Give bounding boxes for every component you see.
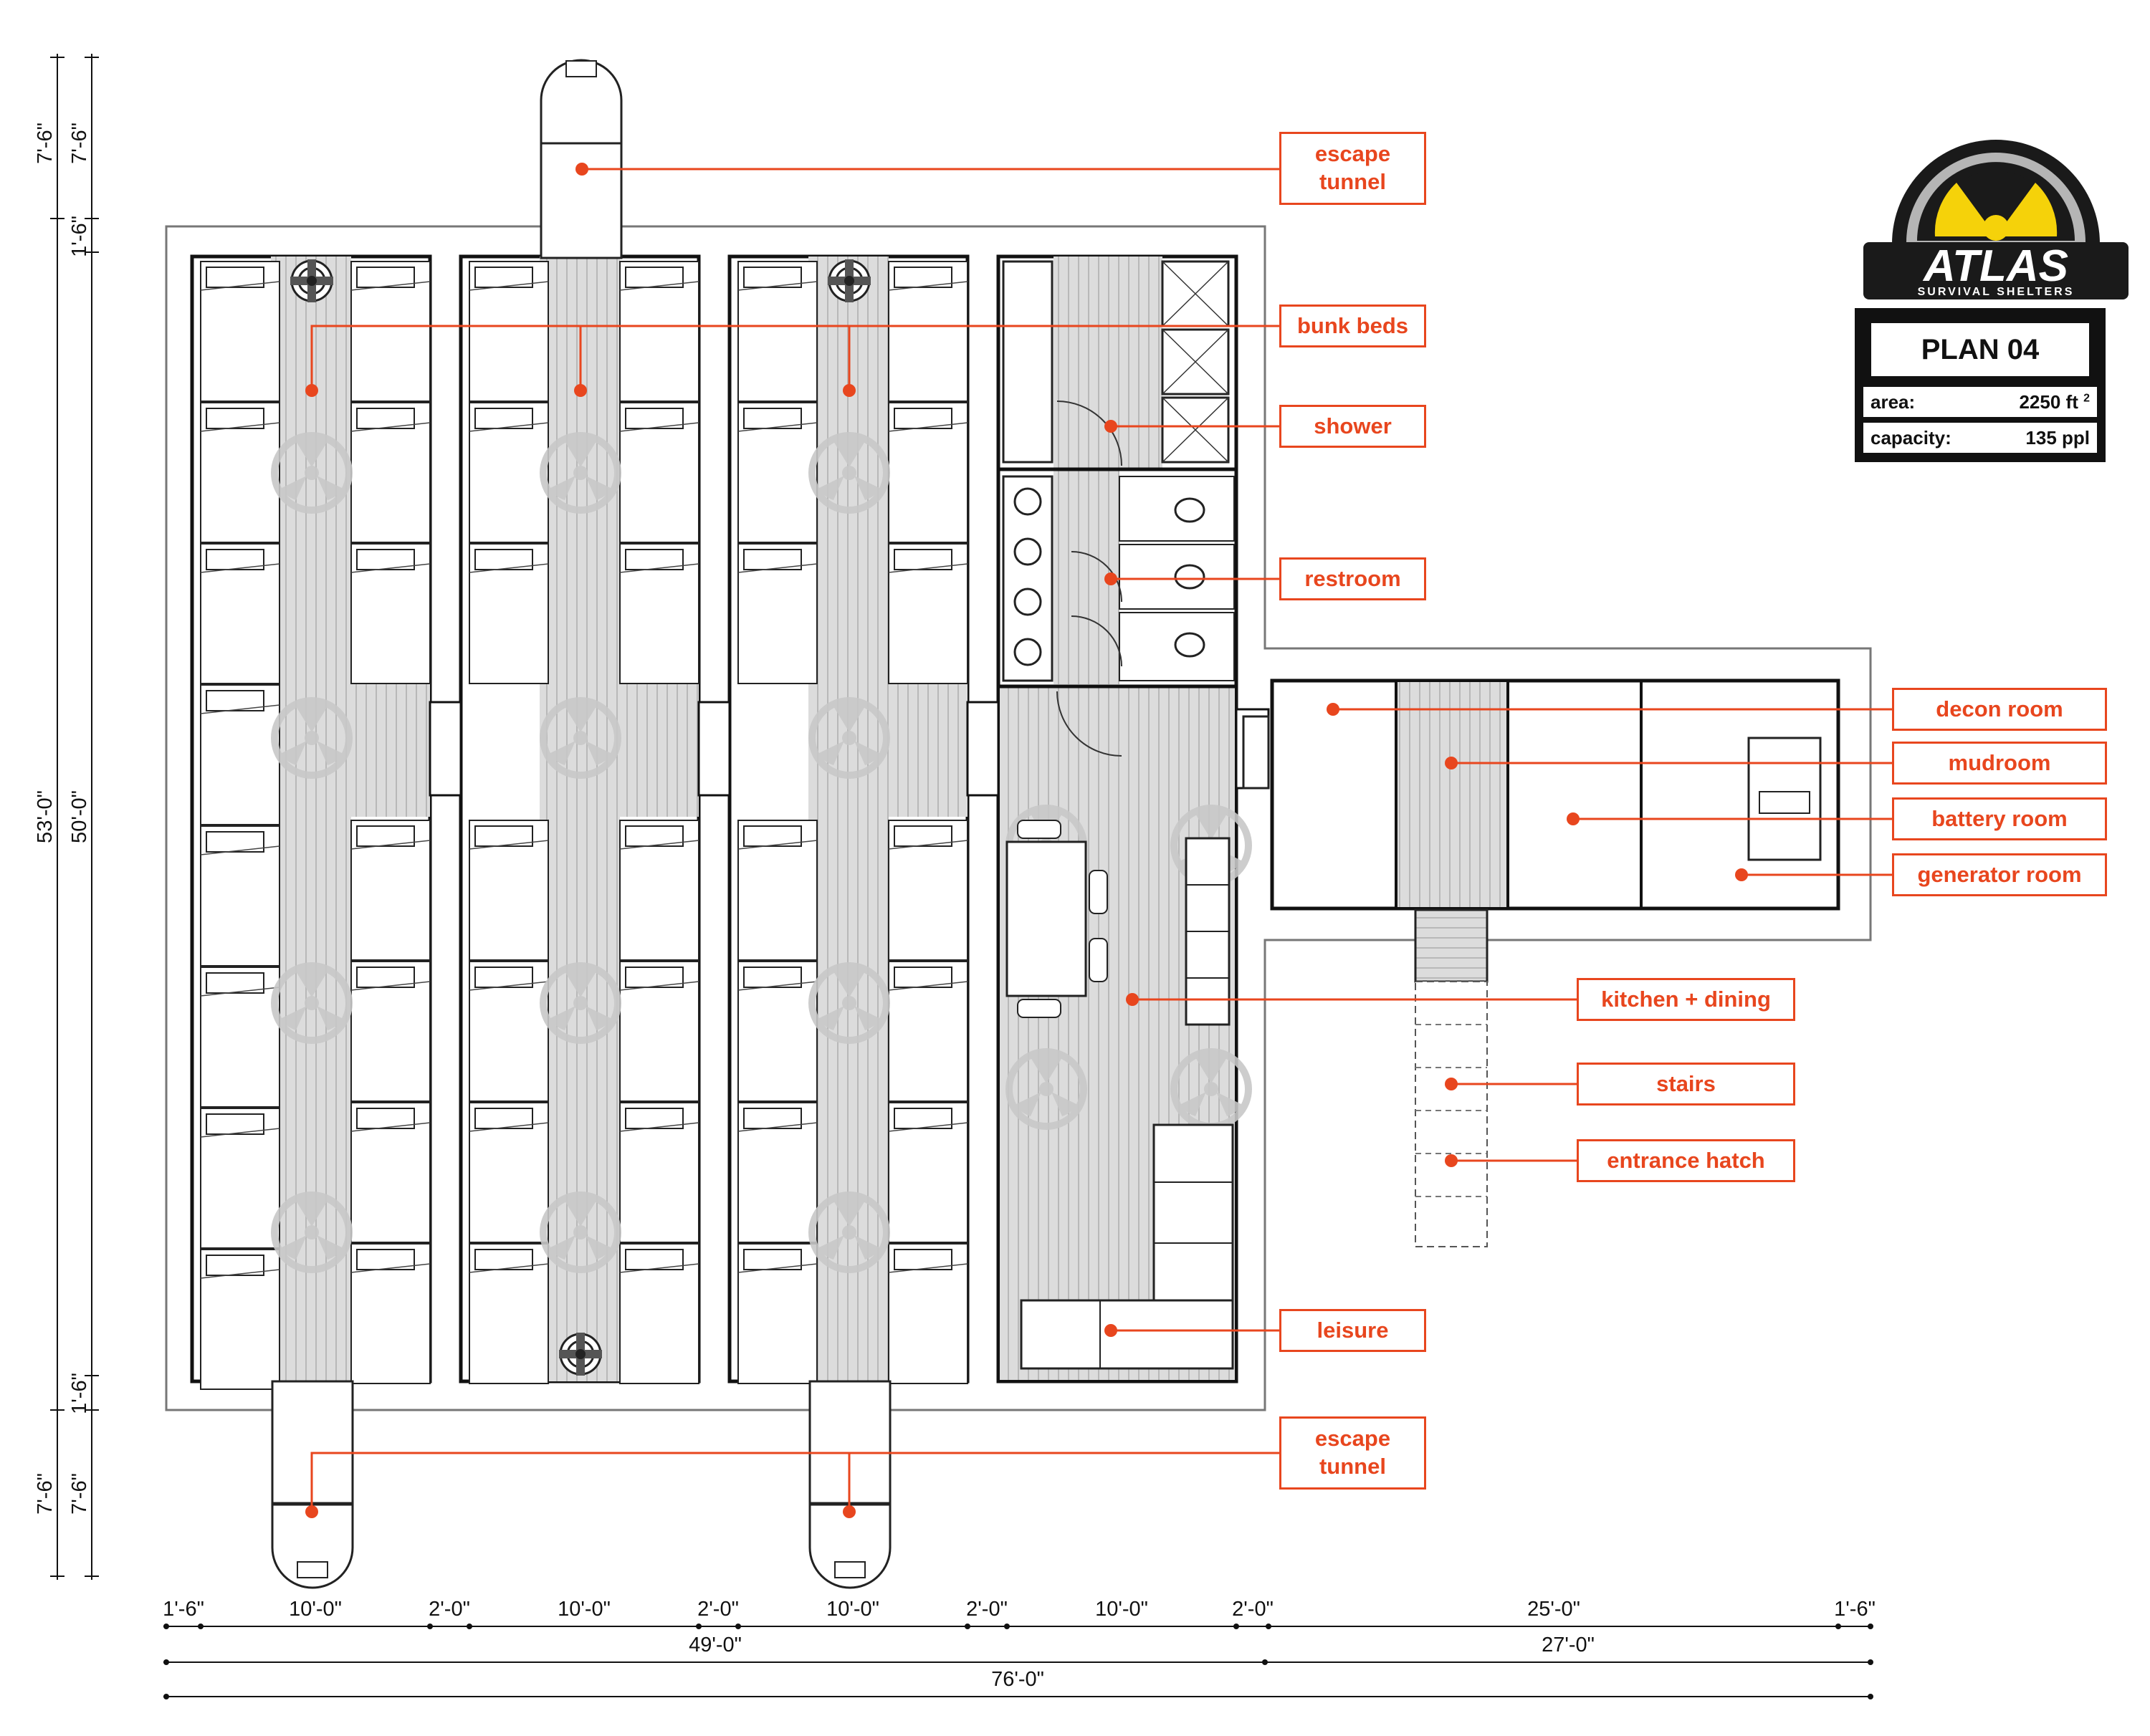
capacity-row: capacity: 135 ppl [1863,423,2097,453]
callout-generator-room-label: generator room [1917,861,2082,887]
callout-generator-room: generator room [1892,853,2107,896]
callout-shower: shower [1279,405,1426,448]
toilet-icon [1119,476,1235,681]
callout-mudroom-label: mudroom [1948,749,2051,775]
dim-left-inner-total: 50'-0" [68,790,91,843]
area-label: area: [1870,390,1916,413]
left-dimensions [50,54,99,1580]
dim-left-outer-bottom: 7'-6" [34,1473,57,1515]
callout-bunk-beds: bunk beds [1279,304,1426,347]
dim-row1-10: 1'-6" [1834,1598,1876,1621]
callout-entrance-hatch: entrance hatch [1577,1139,1795,1182]
callout-shower-label: shower [1314,413,1392,438]
escape-tunnel-top [540,59,623,259]
dim-row1-4: 2'-0" [697,1598,739,1621]
area-value-wrap: 2250 ft 2 [2019,391,2090,413]
bottom-dimensions [163,1626,1872,1697]
dim-left-inner-top: 7'-6" [68,123,91,164]
dim-left-outer-total: 53'-0" [34,790,57,843]
dim-row1-9: 25'-0" [1527,1598,1580,1621]
callout-stairs-label: stairs [1656,1070,1716,1096]
callout-battery-room-label: battery room [1931,805,2068,831]
dim-row1-7: 10'-0" [1095,1598,1148,1621]
leader-dots [305,163,1748,1518]
callout-entrance-hatch-label: entrance hatch [1607,1147,1765,1173]
callout-escape-tunnel-bottom: escape tunnel [1279,1416,1426,1490]
brand-name: ATLAS [1922,241,2068,291]
shower-stall-icon [1161,260,1230,464]
dim-left-inner-bottom: 7'-6" [68,1473,91,1515]
dim-row2-0: 49'-0" [689,1634,742,1656]
dining-table [1005,820,1108,1018]
callout-decon-room: decon room [1892,688,2107,731]
door-swing-icon [1056,401,1122,757]
kitchen-counter [1185,837,1231,1026]
dim-left-inner-top2: 1'-6" [68,216,91,257]
callout-leisure: leisure [1279,1309,1426,1352]
callout-escape-tunnel-top-label: escape tunnel [1314,141,1391,194]
callout-restroom-label: restroom [1304,565,1401,591]
callout-restroom: restroom [1279,557,1426,600]
dim-left-outer-top: 7'-6" [34,123,57,164]
callout-leisure-label: leisure [1317,1317,1389,1343]
capacity-label: capacity: [1870,426,1951,449]
dim-row1-1: 10'-0" [289,1598,342,1621]
callout-decon-room-label: decon room [1936,696,2063,721]
dim-row1-6: 2'-0" [966,1598,1008,1621]
callout-battery-room: battery room [1892,797,2107,840]
bottom-ticks [163,1624,1873,1699]
dim-row1-5: 10'-0" [826,1598,879,1621]
area-unit: 2 [2083,391,2090,404]
sink-icon [1002,475,1054,682]
stairs [1414,908,1489,1247]
callout-kitchen-dining: kitchen + dining [1577,978,1795,1021]
callout-stairs: stairs [1577,1063,1795,1106]
callout-kitchen-dining-label: kitchen + dining [1601,986,1771,1012]
leisure-sofa [1020,1123,1234,1370]
plan-info-box: PLAN 04 area: 2250 ft 2 capacity: 135 pp… [1855,308,2106,462]
dim-row1-0: 1'-6" [163,1598,204,1621]
capacity-value: 135 ppl [2025,426,2090,449]
area-row: area: 2250 ft 2 [1863,387,2097,417]
callout-mudroom: mudroom [1892,742,2107,785]
callout-escape-tunnel-top: escape tunnel [1279,132,1426,205]
dim-row1-3: 10'-0" [558,1598,611,1621]
area-value: 2250 ft [2019,390,2078,413]
plan-title: PLAN 04 [1869,321,2091,378]
leader-lines [310,168,1892,1512]
site-outline [165,225,1872,1411]
dim-row1-8: 2'-0" [1232,1598,1274,1621]
brand-tagline: SURVIVAL SHELTERS [1918,286,2075,298]
dim-row1-2: 2'-0" [429,1598,470,1621]
callout-bunk-beds-label: bunk beds [1296,312,1408,338]
radiation-logo-icon [1863,140,2128,299]
dim-row2-1: 27'-0" [1542,1634,1595,1656]
dim-left-inner-bottom2: 1'-6" [68,1373,91,1414]
dim-row3: 76'-0" [991,1668,1044,1691]
callout-escape-tunnel-bottom-label: escape tunnel [1314,1426,1391,1479]
